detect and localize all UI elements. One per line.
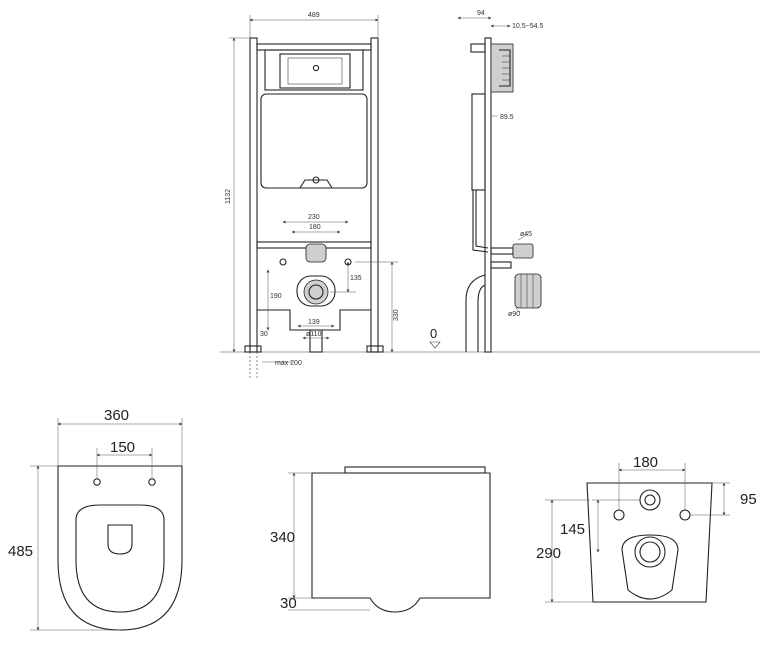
drain-connector <box>514 273 542 309</box>
bowl-back-outline <box>586 482 713 603</box>
dim-back-145: 145 <box>560 521 585 538</box>
bowl-top-view: 360 150 485 <box>8 407 183 631</box>
dim-230: 230 <box>308 214 320 221</box>
right-foot <box>366 345 384 353</box>
side-drain-bend <box>465 274 486 352</box>
dim-bowl-height: 340 <box>270 529 295 546</box>
cistern <box>260 93 368 189</box>
inlet-pipe <box>490 247 514 255</box>
flush-pipe-connector <box>305 243 327 263</box>
flush-plate <box>279 53 351 89</box>
flush-inlet-inner <box>644 494 656 506</box>
bowl-hole-right-icon <box>148 478 156 486</box>
right-post <box>370 37 379 353</box>
bowl-side-body <box>311 472 491 613</box>
dim-139: 139 <box>308 319 320 326</box>
dim-110: ø110 <box>306 331 322 338</box>
dim-back-290: 290 <box>536 545 561 562</box>
dim-30-frame: 30 <box>260 331 268 338</box>
side-top-bracket <box>470 43 486 53</box>
dim-bowl-length: 485 <box>8 543 33 560</box>
drain-outlet <box>303 279 329 305</box>
dim-190: 190 <box>270 293 282 300</box>
dim-10-54: 10.5~54.5 <box>512 23 543 30</box>
drain-inner <box>308 284 324 300</box>
left-foot <box>244 345 262 353</box>
dim-89: 89.5 <box>500 114 514 121</box>
inlet-connector <box>512 243 534 259</box>
back-drain-inner <box>639 541 661 563</box>
drain-bend <box>296 275 336 307</box>
back-hole-left-icon <box>613 509 625 521</box>
frame-side-view: 94 10.5~54.5 89.5 ø45 ø90 0 <box>429 10 543 353</box>
dim-max200: max 200 <box>275 360 302 367</box>
back-hole-right-icon <box>679 509 691 521</box>
dim-back-95: 95 <box>740 491 757 508</box>
bowl-drain <box>107 524 133 555</box>
drain-pipe <box>490 261 512 269</box>
back-outlet-horn <box>621 534 679 600</box>
dim-hole-spacing: 150 <box>110 439 135 456</box>
left-stud-icon <box>279 258 287 266</box>
flush-inlet-icon <box>639 489 661 511</box>
flush-plate-hole <box>312 64 320 72</box>
bowl-back-view: 180 95 145 290 <box>536 454 757 603</box>
dim-45: ø45 <box>520 231 532 238</box>
dim-bowl-width: 360 <box>104 407 129 424</box>
lower-stem <box>309 329 323 353</box>
bowl-outline <box>57 465 183 631</box>
bowl-basin <box>75 504 165 613</box>
side-post <box>484 37 492 353</box>
dim-90: ø90 <box>508 311 520 318</box>
side-flush-pipe <box>472 190 489 253</box>
dim-frame-width: 489 <box>308 12 320 19</box>
bowl-side-view: 340 30 <box>270 466 491 613</box>
cistern-outlet-icon <box>312 176 320 184</box>
left-post <box>249 37 258 353</box>
dim-94: 94 <box>477 10 485 17</box>
dim-bowl-base: 30 <box>280 595 297 612</box>
bowl-seat-lid <box>344 466 486 474</box>
dim-180: 180 <box>309 224 321 231</box>
top-bar <box>256 43 372 51</box>
bowl-hole-left-icon <box>93 478 101 486</box>
dim-135: 135 <box>350 275 362 282</box>
cistern-valve <box>299 179 333 189</box>
side-flush-pipe-inner <box>475 190 489 249</box>
frame-front-view: 489 1132 230 180 135 190 330 139 ø110 30… <box>220 12 760 380</box>
flush-plate-inner <box>287 57 343 85</box>
back-drain-outer <box>634 536 666 568</box>
side-cistern <box>471 93 486 191</box>
zero-level-label: 0 <box>430 326 437 341</box>
flush-housing <box>264 49 364 91</box>
dim-330: 330 <box>393 309 400 321</box>
zero-level-icon <box>429 341 441 349</box>
side-drain-bend-inner <box>477 284 486 352</box>
dim-back-180: 180 <box>633 454 658 471</box>
dim-frame-height: 1132 <box>225 189 232 204</box>
